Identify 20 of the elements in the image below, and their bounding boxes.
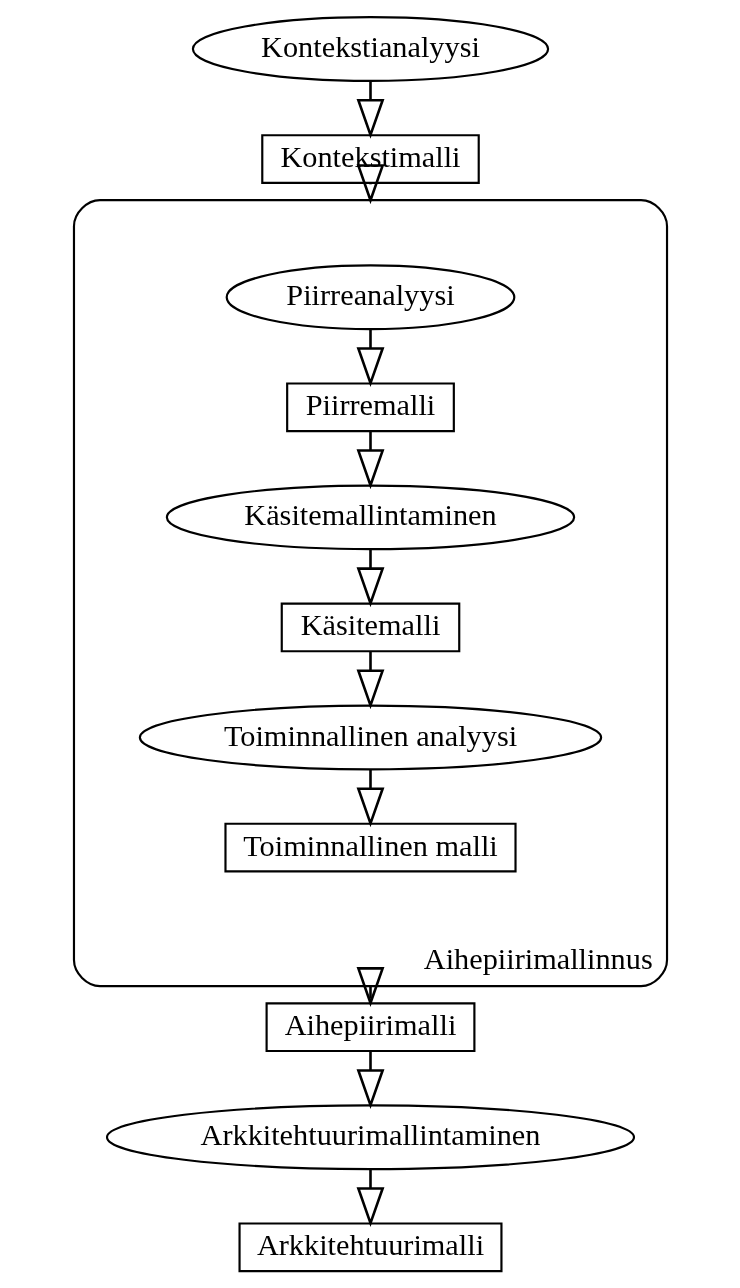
node-box: Aihepiirimalli (265, 1002, 475, 1053)
arrow (356, 769, 384, 828)
arrow (356, 329, 384, 388)
arrow (356, 1169, 384, 1228)
arrow (356, 431, 384, 490)
node-box: Arkkitehtuurimalli (237, 1222, 503, 1273)
arrow (356, 652, 384, 710)
arrow (356, 1051, 384, 1109)
node-ellipse: Kontekstianalyysi (191, 16, 549, 82)
node-box: Toiminnallinen malli (223, 822, 517, 873)
node-ellipse: Piirreanalyysi (225, 264, 515, 331)
node-box: Käsitemalli (280, 602, 460, 653)
node-ellipse: Käsitemallintaminen (165, 484, 575, 551)
node-ellipse: Toiminnallinen analyysi (138, 704, 602, 771)
arrow (356, 81, 384, 139)
arrow (356, 164, 384, 205)
arrow (356, 967, 384, 1007)
node-ellipse: Arkkitehtuurimallintaminen (105, 1104, 635, 1171)
arrow (356, 549, 384, 608)
node-box: Piirremalli (285, 382, 455, 433)
